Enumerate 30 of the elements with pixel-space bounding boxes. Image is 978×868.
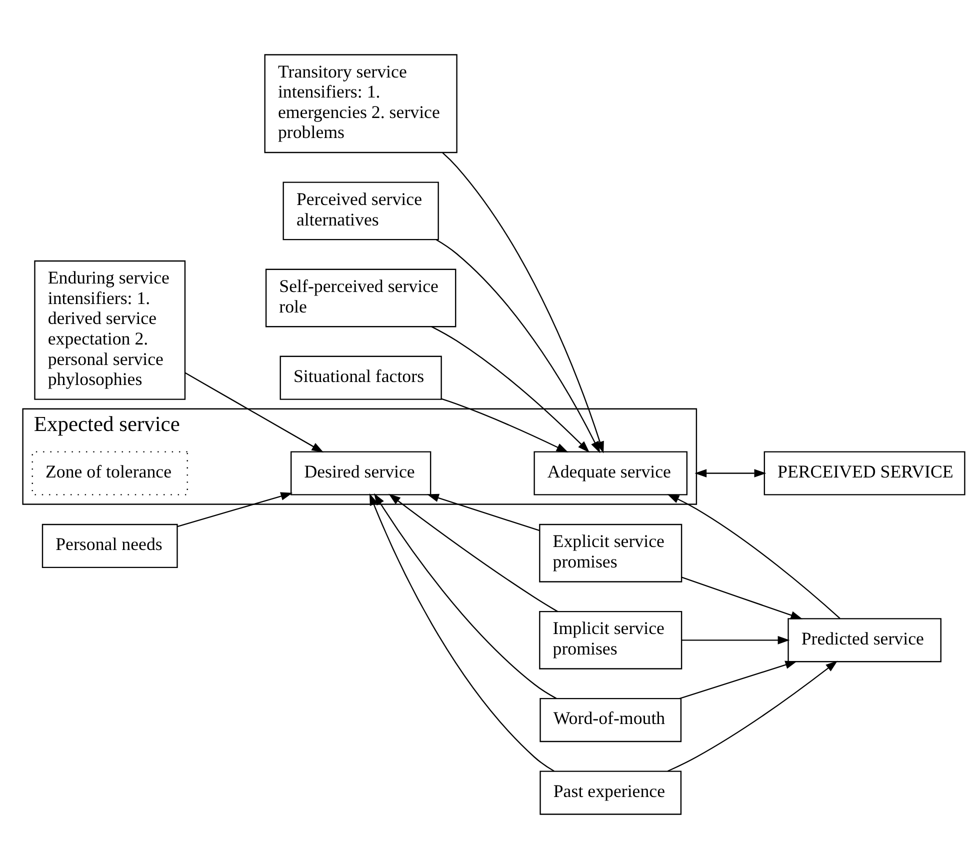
node-box: Desired service [290,450,432,495]
node-box: PERCEIVED SERVICE [764,450,966,495]
arrow [431,326,590,452]
arrow [369,492,554,772]
node-box: Word-of-mouth [540,698,682,742]
arrow [388,493,558,612]
arrow [436,238,600,453]
node-box: Situational factors [280,355,442,400]
node-box: Self-perceived service role [265,268,456,327]
arrow [682,635,790,644]
arrow [441,398,568,452]
arrow [185,372,324,452]
node-box: Transitory service intensifiers: 1. emergencies 2. service problems [264,54,458,153]
node-box: Perceived service alternatives [282,181,439,240]
arrow [682,576,803,619]
arrow [426,493,540,531]
arrow [667,660,838,772]
arrow [374,492,557,698]
node-box: Explicit service promises [539,523,682,582]
node-box: Enduring service intensifiers: 1. derived service expectation 2. personal service phylosophies [34,260,186,400]
arrow [679,660,798,699]
arrow [177,492,293,527]
node-box: Personal needs [42,523,178,568]
node-box: Adequate service [534,450,688,495]
node-box: Zone of tolerance [32,450,188,495]
node-box: Predicted service [788,618,942,662]
node-box: Implicit service promises [539,610,682,669]
node-box: Past experience [540,770,682,814]
arrow [667,494,840,618]
arrow [694,468,766,477]
